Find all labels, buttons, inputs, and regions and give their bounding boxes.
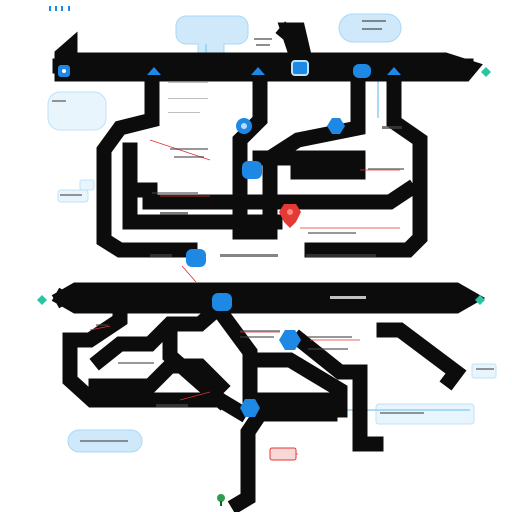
- selected-location-pin-icon[interactable]: [279, 204, 301, 228]
- road-center-left-vertical: [232, 60, 278, 240]
- left-mid-chip: [79, 179, 95, 191]
- road-top-spur: [275, 21, 306, 70]
- location-pin-icon[interactable]: [236, 118, 252, 134]
- location-pin-icon[interactable]: [242, 161, 262, 179]
- location-pin-icon[interactable]: [212, 293, 232, 311]
- compass-dots: [37, 67, 491, 305]
- compass-dot-icon: [481, 67, 491, 77]
- road-lower-center-right: [242, 352, 348, 418]
- road-lower-right-branch: [289, 329, 384, 452]
- right-lower-panel: [375, 403, 475, 425]
- location-pin-icon[interactable]: [353, 64, 371, 78]
- road-far-right-loop: [304, 64, 428, 258]
- red-marker-chip: [269, 447, 297, 461]
- road-mid-connector-upper: [252, 150, 366, 180]
- left-info-panel: [47, 91, 107, 131]
- location-pins[interactable]: [58, 60, 401, 417]
- road-lower-left-e: [162, 322, 231, 411]
- road-lower-left-c: [89, 299, 227, 371]
- right-mid-chip: [471, 363, 497, 379]
- tree-icon: [217, 494, 225, 506]
- location-pin-icon[interactable]: [279, 330, 301, 350]
- map-tick-marks: [52, 20, 494, 442]
- location-pin-icon[interactable]: [251, 67, 265, 75]
- location-pin-icon[interactable]: [240, 399, 260, 417]
- road-lower-left-d: [88, 358, 231, 397]
- top-left-marks: [49, 6, 70, 11]
- road-lower-center: [205, 295, 338, 512]
- location-pin-icon[interactable]: [186, 249, 206, 267]
- road-left-loop: [96, 60, 198, 258]
- road-inner-left: [122, 142, 283, 230]
- road-right-inner-loop: [262, 64, 366, 240]
- compass-dot-icon: [475, 295, 485, 305]
- location-pin-icon[interactable]: [291, 60, 309, 76]
- location-pin-icon[interactable]: [387, 67, 401, 75]
- road-lower-left-a: [62, 332, 251, 423]
- road-lower-right-diagonal: [376, 322, 467, 391]
- location-pin-icon[interactable]: [58, 65, 70, 77]
- location-pin-icon[interactable]: [147, 67, 161, 75]
- road-lower-left-b: [62, 302, 128, 348]
- compass-dot-icon: [37, 295, 47, 305]
- road-mid-connector-lower: [122, 179, 419, 210]
- location-pin-icon[interactable]: [327, 118, 345, 134]
